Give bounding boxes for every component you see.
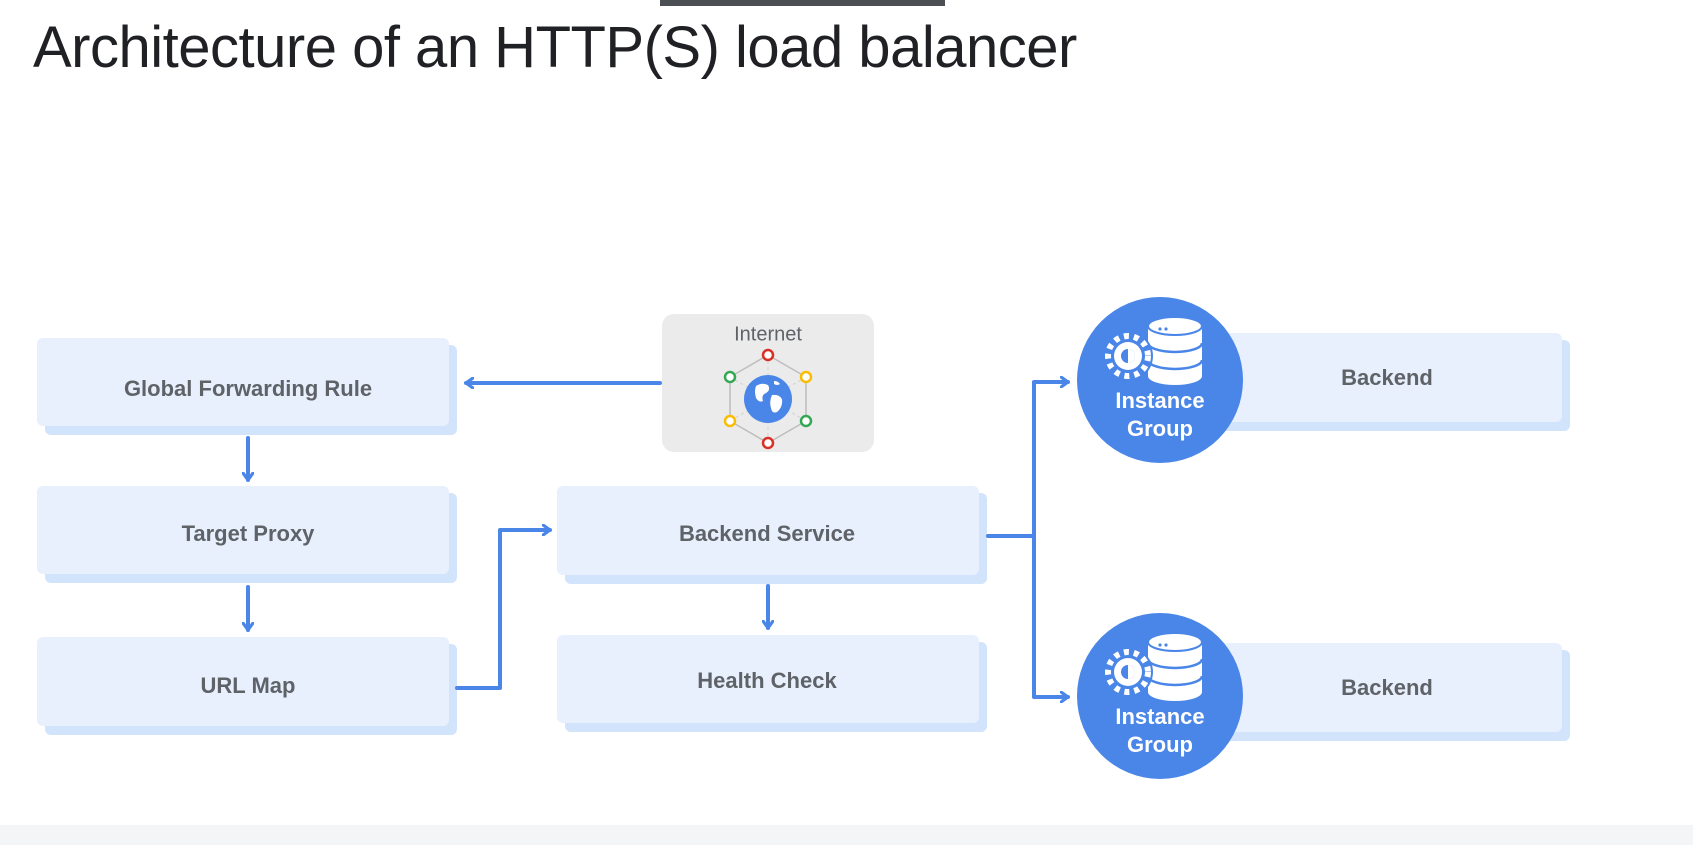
bottom-strip bbox=[0, 825, 1693, 845]
target-proxy-label: Target Proxy bbox=[182, 521, 316, 546]
health-check-label: Health Check bbox=[697, 668, 837, 693]
instance-group-label-1a: Instance bbox=[1115, 388, 1204, 413]
backend-label-2: Backend bbox=[1341, 675, 1433, 700]
instance-group-label-2b: Group bbox=[1127, 732, 1193, 757]
arrow-backend-service-to-instance-group-2 bbox=[1032, 534, 1070, 697]
arrow-url-map-to-backend-service bbox=[455, 530, 552, 690]
backend-service-box: Backend Service bbox=[557, 486, 987, 584]
instance-group-label-1b: Group bbox=[1127, 416, 1193, 441]
backend-box-1: Backend bbox=[1142, 333, 1570, 431]
global-forwarding-rule-label: Global Forwarding Rule bbox=[124, 376, 372, 401]
url-map-label: URL Map bbox=[201, 673, 296, 698]
url-map-box: URL Map bbox=[37, 637, 457, 735]
instance-group-label-2a: Instance bbox=[1115, 704, 1204, 729]
global-forwarding-rule-box: Global Forwarding Rule bbox=[37, 338, 457, 435]
backend-box-2: Backend bbox=[1142, 643, 1570, 741]
backend-service-label: Backend Service bbox=[679, 521, 855, 546]
health-check-box: Health Check bbox=[557, 635, 987, 732]
internet-box: Internet bbox=[662, 314, 874, 452]
internet-label: Internet bbox=[734, 323, 802, 345]
database-gear-icon bbox=[1103, 316, 1204, 385]
page-title: Architecture of an HTTP(S) load balancer bbox=[33, 15, 1077, 80]
instance-group-1: Instance Group bbox=[1077, 297, 1243, 463]
target-proxy-box: Target Proxy bbox=[37, 486, 457, 583]
backend-label-1: Backend bbox=[1341, 365, 1433, 390]
arrow-backend-service-to-instance-group-1 bbox=[986, 382, 1070, 538]
instance-group-2: Instance Group bbox=[1077, 613, 1243, 779]
top-scroll-indicator bbox=[660, 0, 945, 6]
globe-network-icon bbox=[723, 348, 813, 450]
database-gear-icon bbox=[1103, 632, 1204, 701]
